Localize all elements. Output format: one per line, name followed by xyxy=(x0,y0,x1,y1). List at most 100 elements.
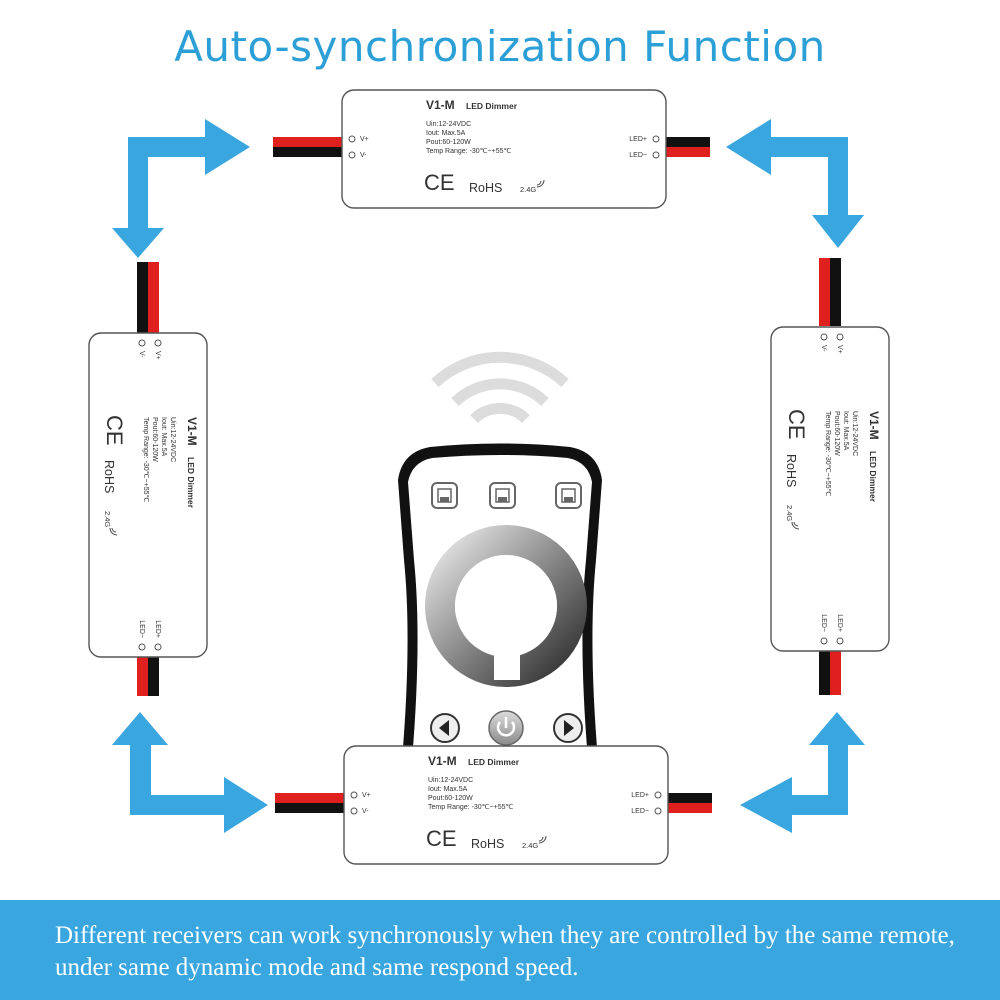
rf-label: 2.4G xyxy=(522,841,538,850)
terminal-vminus: V- xyxy=(362,808,369,815)
receiver-card: V1-M LED Dimmer Uin:12-24VDC Iout: Max.5… xyxy=(88,332,208,658)
terminal-ledplus: LED+ xyxy=(629,136,647,143)
spec-uin: Uin:12-24VDC xyxy=(428,777,473,784)
terminal-dot xyxy=(154,339,162,347)
receiver-right: V1-M LED Dimmer Uin:12-24VDC Iout: Max.5… xyxy=(770,326,890,652)
terminal-vminus: V- xyxy=(360,152,367,159)
terminal-vminus: V- xyxy=(138,351,145,358)
remote-control xyxy=(398,443,602,760)
product-name: LED Dimmer xyxy=(186,457,196,509)
terminal-dot xyxy=(348,151,356,159)
spec-iout: Iout: Max.5A xyxy=(428,786,468,793)
right-arrow-icon[interactable] xyxy=(553,713,583,743)
arrow-bottom-right xyxy=(740,712,865,833)
wire-left-bottom xyxy=(137,656,159,696)
spec-iout: Iout: Max.5A xyxy=(160,417,167,457)
rohs-mark: RoHS xyxy=(469,181,502,195)
terminal-ledminus: LED− xyxy=(820,614,827,632)
wire-right-top xyxy=(819,258,841,326)
caption-line-2: under same dynamic mode and same respond… xyxy=(55,954,579,981)
spec-temp: Temp Range: -30℃~+55℃ xyxy=(824,411,831,497)
terminal-ledplus: LED+ xyxy=(836,614,843,632)
ce-mark: CE xyxy=(784,409,809,440)
save-icon[interactable] xyxy=(489,482,516,509)
model-label: V1-M xyxy=(185,417,199,446)
wire-bottom-right xyxy=(668,793,712,813)
rohs-mark: RoHS xyxy=(471,837,504,851)
terminal-dot xyxy=(652,135,660,143)
terminal-dot xyxy=(350,807,358,815)
terminal-dot xyxy=(652,151,660,159)
wifi-signal-icon xyxy=(431,351,569,424)
spec-uin: Uin:12-24VDC xyxy=(851,411,858,456)
terminal-ledplus: LED+ xyxy=(154,620,161,638)
terminal-dot xyxy=(654,791,662,799)
touch-dimming-wheel[interactable] xyxy=(425,525,587,687)
terminal-vminus: V- xyxy=(820,345,827,352)
rf-label: 2.4G xyxy=(520,185,536,194)
terminal-dot xyxy=(820,637,828,645)
receiver-card: V1-M LED Dimmer Uin:12-24VDC Iout: Max.5… xyxy=(770,326,890,652)
terminal-dot xyxy=(138,643,146,651)
terminal-dot xyxy=(154,643,162,651)
product-name: LED Dimmer xyxy=(468,757,520,767)
ce-mark: CE xyxy=(424,170,455,195)
wire-top-right xyxy=(666,137,710,157)
spec-temp: Temp Range: -30℃~+55℃ xyxy=(428,804,514,811)
rf-signal-icon xyxy=(536,179,545,188)
model-label: V1-M xyxy=(867,411,881,440)
left-arrow-icon[interactable] xyxy=(430,713,460,743)
terminal-dot xyxy=(350,791,358,799)
rohs-mark: RoHS xyxy=(102,460,116,493)
rohs-mark: RoHS xyxy=(784,454,798,487)
wire-bottom-left xyxy=(275,793,345,813)
save-icon[interactable] xyxy=(555,482,582,509)
terminal-ledminus: LED− xyxy=(631,808,649,815)
terminal-vplus: V+ xyxy=(836,345,843,354)
spec-pout: Pout:60-120W xyxy=(428,795,473,802)
arrow-bottom-left xyxy=(112,712,268,833)
rf-label: 2.4G xyxy=(785,505,794,521)
terminal-dot xyxy=(654,807,662,815)
terminal-ledminus: LED− xyxy=(629,152,647,159)
wire-top-left xyxy=(273,137,343,157)
spec-pout: Pout:60-120W xyxy=(426,139,471,146)
caption-line-1: Different receivers can work synchronous… xyxy=(55,922,955,949)
spec-pout: Pout:60-120W xyxy=(833,411,840,456)
save-icon[interactable] xyxy=(431,482,458,509)
spec-iout: Iout: Max.5A xyxy=(426,130,466,137)
terminal-dot xyxy=(138,339,146,347)
receiver-card: V1-M LED Dimmer Uin:12-24VDC Iout: Max.5… xyxy=(341,89,667,209)
rf-label: 2.4G xyxy=(103,511,112,527)
spec-uin: Uin:12-24VDC xyxy=(426,121,471,128)
product-name: LED Dimmer xyxy=(868,451,878,503)
page-title: Auto-synchronization Function xyxy=(174,22,826,71)
spec-temp: Temp Range: -30℃~+55℃ xyxy=(426,148,512,155)
arrow-top-right xyxy=(726,119,864,248)
caption-banner: Different receivers can work synchronous… xyxy=(0,900,1000,1000)
model-label: V1-M xyxy=(426,98,455,112)
receiver-bottom: V1-M LED Dimmer Uin:12-24VDC Iout: Max.5… xyxy=(343,745,669,865)
terminal-dot xyxy=(820,333,828,341)
wire-left-top xyxy=(137,262,159,334)
receiver-left: V1-M LED Dimmer Uin:12-24VDC Iout: Max.5… xyxy=(88,332,208,658)
rf-signal-icon xyxy=(791,521,800,530)
terminal-vplus: V+ xyxy=(360,136,369,143)
ce-mark: CE xyxy=(426,826,457,851)
product-name: LED Dimmer xyxy=(466,101,518,111)
arrow-top-left xyxy=(112,119,250,258)
power-icon[interactable] xyxy=(488,710,524,746)
sync-diagram: V1-M LED Dimmer Uin:12-24VDC Iout: Max.5… xyxy=(88,89,890,865)
terminal-vplus: V+ xyxy=(154,351,161,360)
terminal-dot xyxy=(836,333,844,341)
model-label: V1-M xyxy=(428,754,457,768)
ce-mark: CE xyxy=(102,415,127,446)
spec-pout: Pout:60-120W xyxy=(151,417,158,462)
terminal-ledplus: LED+ xyxy=(631,792,649,799)
receiver-card: V1-M LED Dimmer Uin:12-24VDC Iout: Max.5… xyxy=(343,745,669,865)
receiver-top: V1-M LED Dimmer Uin:12-24VDC Iout: Max.5… xyxy=(341,89,667,209)
terminal-dot xyxy=(836,637,844,645)
terminal-dot xyxy=(348,135,356,143)
terminal-vplus: V+ xyxy=(362,792,371,799)
spec-iout: Iout: Max.5A xyxy=(842,411,849,451)
